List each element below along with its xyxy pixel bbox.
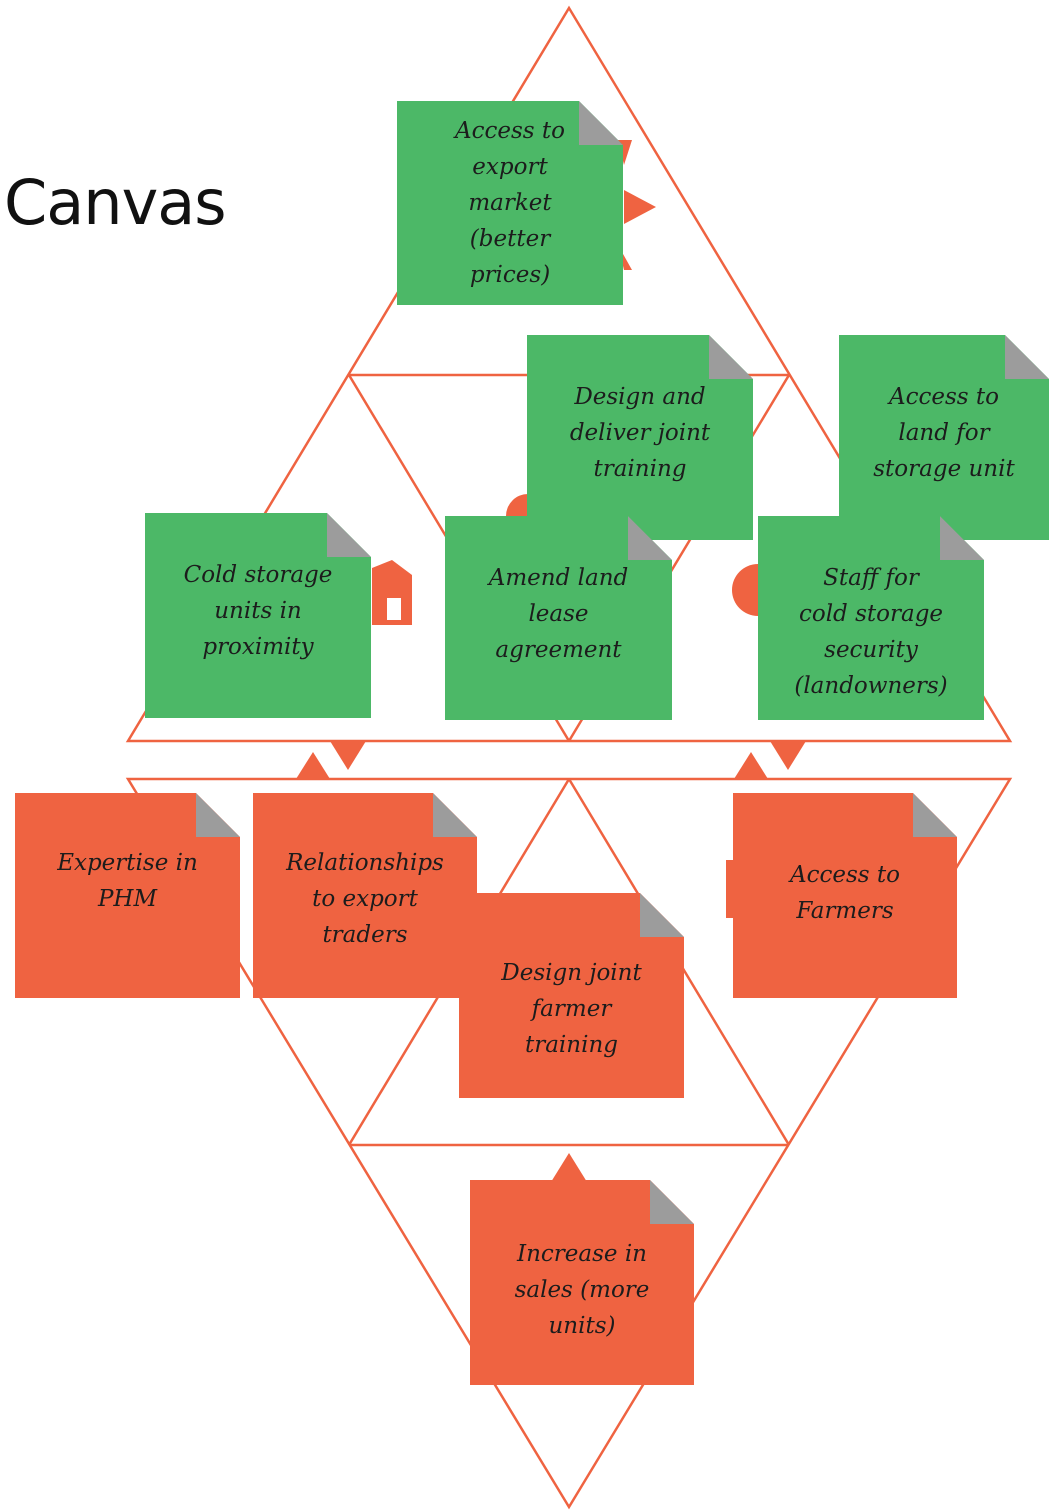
note-access-farmers[interactable]: Access to Farmers xyxy=(733,793,957,998)
note-expertise-phm[interactable]: Expertise in PHM xyxy=(15,793,240,998)
sun-icon xyxy=(618,140,656,270)
note-cold-storage[interactable]: Cold storage units in proximity xyxy=(145,513,371,718)
note-text: Design and deliver joint training xyxy=(569,384,711,482)
note-text: Relationships to export traders xyxy=(286,850,444,948)
note-text: Access to Farmers xyxy=(790,862,900,924)
note-increase-sales[interactable]: Increase in sales (more units) xyxy=(470,1180,694,1385)
note-access-land[interactable]: Access to land for storage unit xyxy=(839,335,1049,540)
note-staff-security[interactable]: Staff for cold storage security (landown… xyxy=(758,516,984,720)
note-text: Increase in sales (more units) xyxy=(514,1241,650,1339)
note-text: Access to export market (better prices) xyxy=(455,118,565,288)
arrow-down-right xyxy=(770,741,806,770)
note-text: Design joint farmer training xyxy=(501,960,642,1058)
arrow-down-left xyxy=(330,741,366,770)
note-relationships-traders[interactable]: Relationships to export traders xyxy=(253,793,477,998)
note-text: Staff for cold storage security (landown… xyxy=(794,565,948,699)
note-text: Amend land lease agreement xyxy=(488,565,629,663)
plant-icon xyxy=(551,1153,587,1182)
note-amend-lease[interactable]: Amend land lease agreement xyxy=(445,516,672,720)
note-design-farmer-training[interactable]: Design joint farmer training xyxy=(459,893,684,1098)
note-text: Access to land for storage unit xyxy=(873,384,1015,482)
note-design-deliver-training[interactable]: Design and deliver joint training xyxy=(527,335,753,540)
note-text: Expertise in PHM xyxy=(57,850,198,912)
page-title: Canvas xyxy=(4,166,227,239)
note-export-market[interactable]: Access to export market (better prices) xyxy=(397,101,623,305)
house-icon xyxy=(372,560,412,625)
arrow-up-right xyxy=(734,752,768,779)
arrow-up-left xyxy=(296,752,330,779)
note-text: Cold storage units in proximity xyxy=(183,562,333,660)
